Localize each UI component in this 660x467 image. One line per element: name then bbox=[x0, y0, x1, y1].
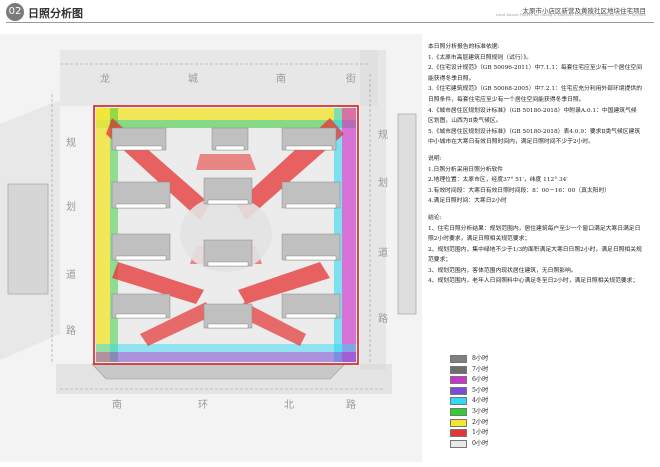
legend-swatch bbox=[450, 386, 467, 395]
legend-label: 8小时 bbox=[472, 355, 489, 362]
legend-swatch bbox=[450, 376, 467, 385]
road-label: 规 bbox=[378, 128, 388, 141]
legend-swatch bbox=[450, 397, 467, 406]
road-label: 道 bbox=[378, 246, 388, 259]
legend-item: 7小时 bbox=[450, 365, 520, 376]
road-label: 城 bbox=[188, 73, 198, 85]
note-item: 2.地理位置：太原市区，经度37° 51′，纬度 112° 34′ bbox=[428, 177, 568, 184]
header-divider bbox=[6, 22, 654, 23]
legend-label: 3小时 bbox=[472, 407, 489, 415]
legend-swatch bbox=[450, 365, 467, 374]
legend-label: 1小时 bbox=[472, 429, 489, 437]
legend-label: 7小时 bbox=[472, 365, 489, 373]
legend-swatch bbox=[450, 418, 467, 427]
conclusion-title: 结论: bbox=[428, 214, 442, 221]
note-item: 4.满足日照时间：大寒日2小时 bbox=[428, 198, 507, 205]
road-label: 南 bbox=[112, 398, 122, 411]
hours-legend: 8小时 7小时 6小时 5小时 4小时 3小时 2小时 1小时 0小时 bbox=[450, 354, 520, 449]
road-label: 南 bbox=[276, 72, 286, 85]
road-label: 北 bbox=[284, 399, 294, 411]
site-plan-graphic: 龙 城 南 街 规 划 道 路 南 环 北 路 规 划 道 路 bbox=[0, 34, 422, 462]
basis-item: 3.《住宅建筑规范》（GB 50068-2005）中7.2.1：住宅应充分利用外… bbox=[428, 86, 642, 103]
project-title: 太原市小店区新营及黄陵社区地块住宅项目 bbox=[522, 7, 647, 15]
basis-item: 5.《城市居住区规划设计标准》（GB 50180-2018）表4.0.9：要求Ⅱ… bbox=[428, 128, 641, 146]
conclusion-item: 4、规划范围内，老年人日间照料中心满足冬至日2小时，满足日照相关规范要求； bbox=[428, 278, 639, 285]
legend-label: 6小时 bbox=[472, 376, 489, 384]
basis-item: 4.《城市居住区规划设计标准》（GB 50180-2018）中附录A.0.1：中… bbox=[428, 107, 637, 125]
road-label: 划 bbox=[66, 200, 76, 213]
conclusion-item: 1、住宅日照分析结果：规划范围内，居住建筑每户至少一个窗口满足大寒日满足日照2小… bbox=[428, 225, 641, 243]
road-label: 划 bbox=[378, 176, 388, 189]
legend-item: 6小时 bbox=[450, 375, 520, 386]
legend-item: 2小时 bbox=[450, 418, 520, 429]
legend-item: 0小时 bbox=[450, 439, 520, 450]
note-item: 3.有效时间段：大寒日有效日照时间段：8：00－16：00（真太阳时） bbox=[428, 187, 611, 194]
legend-item: 4小时 bbox=[450, 396, 520, 407]
sunlight-analysis-map: 龙 城 南 街 规 划 道 路 南 环 北 路 规 划 道 路 bbox=[0, 34, 422, 462]
basis-item: 2.《住宅设计规范》（GB 50096-2011）中7.1.1：每套住宅应至少有… bbox=[428, 65, 642, 82]
project-title-en: Land Above Project for Huang Ji Xiaoqiao… bbox=[496, 13, 646, 17]
road-labels: 龙 城 南 街 规 划 道 路 南 环 北 路 规 划 道 路 bbox=[66, 72, 388, 411]
legend-swatch bbox=[450, 407, 467, 416]
legend-item: 8小时 bbox=[450, 354, 520, 365]
road-label: 道 bbox=[66, 268, 76, 281]
legend-label: 4小时 bbox=[472, 397, 489, 405]
page-title: 日照分析图 bbox=[28, 7, 83, 20]
road-label: 路 bbox=[378, 312, 388, 325]
analysis-notes: 本日照分析报告的标准依据: 1.《太原市高层建筑日照规则（试行）》。 2.《住宅… bbox=[428, 42, 642, 287]
page-number-badge: 02 bbox=[6, 3, 24, 21]
legend-swatch bbox=[450, 355, 467, 363]
legend-label: 2小时 bbox=[472, 418, 489, 426]
legend-swatch bbox=[450, 439, 467, 448]
legend-label: 5小时 bbox=[472, 386, 489, 394]
residential-buildings bbox=[111, 127, 341, 329]
notes-title: 说明: bbox=[428, 155, 442, 162]
legend-item: 3小时 bbox=[450, 407, 520, 418]
road-label: 路 bbox=[66, 324, 76, 337]
legend-swatch bbox=[450, 429, 467, 438]
road-label: 规 bbox=[66, 136, 76, 149]
road-label: 街 bbox=[346, 72, 356, 85]
conclusion-item: 2、规划范围内，集中绿地不少于1/3的面积满足大寒日日照2小时，满足日照相关规范… bbox=[428, 246, 642, 264]
legend-item: 5小时 bbox=[450, 386, 520, 397]
basis-item: 1.《太原市高层建筑日照规则（试行）》。 bbox=[428, 54, 533, 61]
legend-item: 1小时 bbox=[450, 428, 520, 439]
road-label: 路 bbox=[346, 398, 356, 411]
road-label: 环 bbox=[198, 400, 208, 411]
road-label: 龙 bbox=[100, 72, 110, 85]
page-header: 02 日照分析图 太原市小店区新营及黄陵社区地块住宅项目 Land Above … bbox=[0, 0, 660, 24]
basis-title: 本日照分析报告的标准依据: bbox=[428, 44, 500, 50]
note-item: 1.日照分析采用日照分析软件 bbox=[428, 166, 504, 173]
conclusion-item: 3、规划范围内，客体范围内现状居住建筑，无日照影响。 bbox=[428, 267, 577, 274]
legend-label: 0小时 bbox=[472, 439, 489, 447]
